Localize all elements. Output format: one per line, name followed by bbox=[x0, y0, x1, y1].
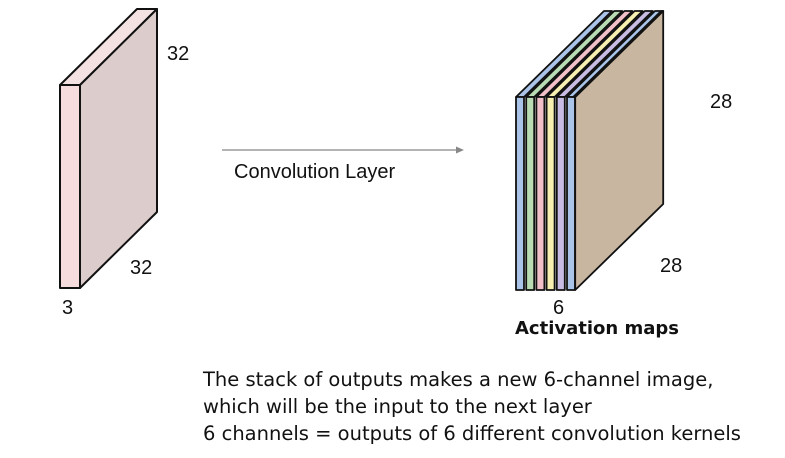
activation-maps-title: Activation maps bbox=[515, 318, 679, 339]
activation-map-3-front bbox=[535, 96, 546, 291]
activation-map-4-front bbox=[545, 96, 556, 291]
input-volume bbox=[59, 8, 158, 289]
input-width-label: 32 bbox=[130, 257, 153, 279]
activation-map-6-front bbox=[566, 96, 576, 291]
output-depth-label: 6 bbox=[553, 297, 565, 319]
output-height-label: 28 bbox=[710, 91, 733, 113]
input-depth-label: 3 bbox=[62, 297, 74, 319]
caption-line-1: The stack of outputs makes a new 6-chann… bbox=[203, 368, 714, 391]
caption-line-2: which will be the input to the next laye… bbox=[203, 395, 592, 418]
input-volume-side-face bbox=[79, 8, 158, 289]
activation-map-back-top bbox=[572, 10, 665, 98]
input-volume-front-face bbox=[59, 84, 81, 289]
caption-line-3: 6 channels = outputs of 6 different conv… bbox=[203, 422, 741, 445]
activation-map-2-front bbox=[525, 96, 536, 291]
caption: The stack of outputs makes a new 6-chann… bbox=[203, 366, 741, 447]
activation-map-1-front bbox=[515, 96, 525, 291]
output-width-label: 28 bbox=[660, 255, 683, 277]
operation-label: Convolution Layer bbox=[234, 161, 396, 183]
input-height-label: 32 bbox=[167, 43, 190, 65]
activation-map-5-front bbox=[555, 96, 566, 291]
output-volume bbox=[515, 10, 665, 291]
arrow-head bbox=[456, 146, 464, 154]
convolution-arrow bbox=[222, 146, 464, 154]
